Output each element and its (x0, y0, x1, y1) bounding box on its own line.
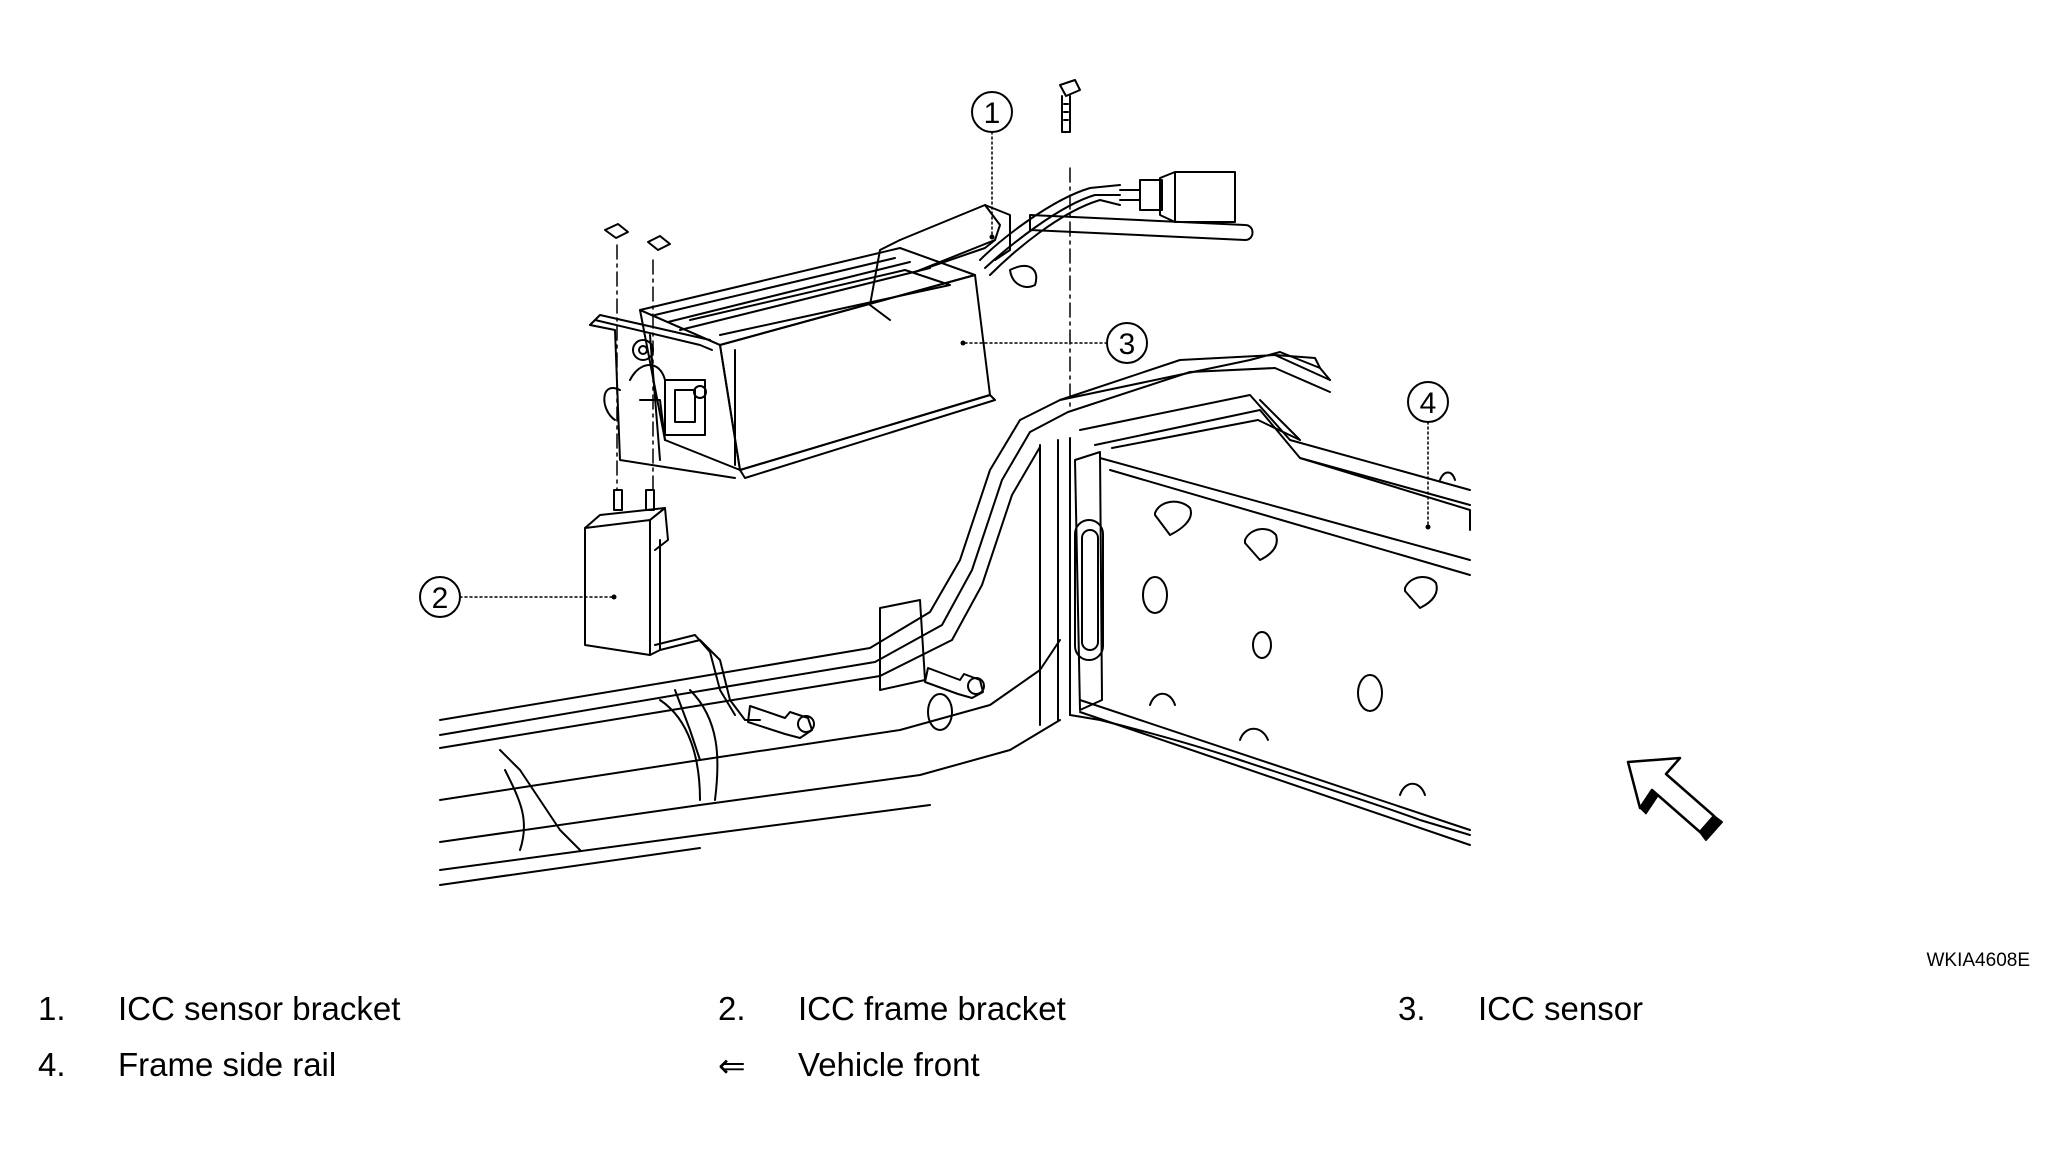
cross-member (1040, 352, 1470, 845)
callout-3: 3 (960, 323, 1148, 363)
legend-item-4-number: 4. (38, 1046, 66, 1083)
callout-1: 1 (972, 92, 1012, 240)
callout-2-label: 2 (432, 582, 449, 615)
legend-item-2-number: 2. (718, 990, 746, 1027)
callout-3-label: 3 (1119, 328, 1136, 361)
legend-item-5-text: Vehicle front (798, 1046, 980, 1083)
callout-1-label: 1 (984, 97, 1001, 130)
legend: 1. ICC sensor bracket 2. ICC frame brack… (0, 990, 2050, 1120)
figure-code: WKIA4608E (1926, 950, 2031, 971)
callout-2: 2 (420, 577, 617, 617)
legend-item-3-text: ICC sensor (1478, 990, 1644, 1027)
arrow-up-left-icon (1628, 758, 1722, 840)
fasteners (605, 80, 1080, 738)
installation-center-lines (617, 168, 1070, 490)
legend-item-1-text: ICC sensor bracket (118, 990, 401, 1027)
icc-frame-bracket (585, 490, 760, 720)
legend-item-1-number: 1. (38, 990, 66, 1027)
icc-sensor-bracket (870, 172, 1253, 320)
legend-item-3-number: 3. (1398, 990, 1426, 1027)
icc-sensor (590, 248, 995, 478)
callout-4: 4 (1408, 382, 1448, 530)
callout-4-label: 4 (1420, 387, 1437, 420)
legend-item-4-text: Frame side rail (118, 1046, 337, 1083)
legend-item-5-symbol: ⇐ (718, 1047, 746, 1084)
legend-item-2-text: ICC frame bracket (798, 990, 1066, 1027)
